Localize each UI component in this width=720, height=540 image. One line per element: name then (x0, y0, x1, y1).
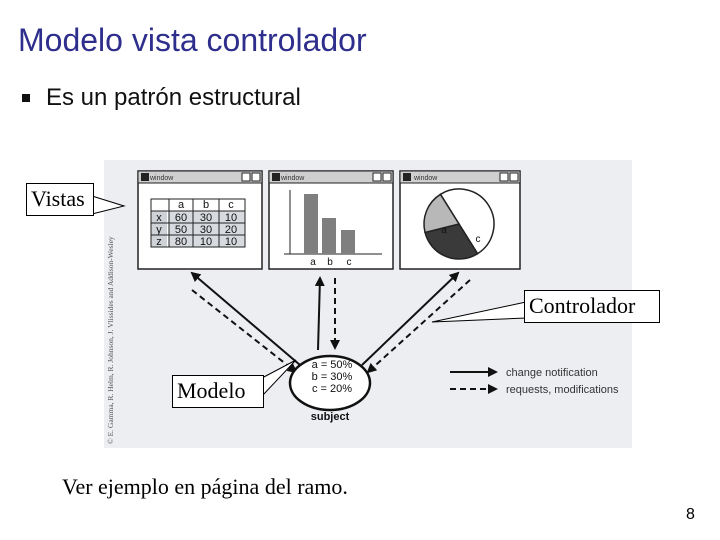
subject-value: a = 50% (312, 359, 353, 371)
pie-chart-window: window a b c (399, 170, 521, 270)
callout-modelo: Modelo (172, 375, 264, 408)
pie-slice-b (424, 223, 479, 260)
pie-label: b (472, 204, 478, 215)
table-cell: 20 (225, 224, 237, 236)
pie-label: a (441, 225, 447, 236)
bar-category-label: a (310, 257, 316, 268)
page-number: 8 (686, 506, 695, 523)
subject-value: b = 30% (312, 371, 353, 383)
slide-title: Modelo vista controlador (18, 22, 367, 58)
table-cell: 10 (200, 236, 212, 248)
callout-controlador: Controlador (524, 290, 660, 323)
window-maximize-icon[interactable] (372, 172, 382, 182)
bar-category-label: b (327, 257, 333, 268)
pie-slices (423, 188, 495, 260)
pie-label: c (476, 234, 481, 245)
table-cell: 60 (175, 212, 187, 224)
legend-label: requests, modifications (506, 384, 619, 396)
subject-value: c = 20% (312, 383, 352, 395)
bar-c (341, 230, 355, 254)
bar-series (304, 194, 355, 254)
table-cell: 10 (225, 212, 237, 224)
table-row-label: z (156, 236, 162, 248)
table-col-header: b (203, 199, 209, 211)
table-col-header: c (228, 199, 234, 211)
window-resize-icon[interactable] (382, 172, 392, 182)
table-row-label: x (156, 212, 162, 224)
window-title: window (413, 175, 438, 182)
table-cell: 30 (200, 212, 212, 224)
bar-chart-window: window a b c (268, 170, 394, 270)
table-col-header: a (178, 199, 185, 211)
pie-slice-c (423, 193, 461, 234)
window-maximize-icon[interactable] (241, 172, 251, 182)
bullet-text: Es un patrón estructural (46, 84, 301, 111)
bar-category-label: c (347, 257, 352, 268)
window-close-icon[interactable] (272, 173, 280, 181)
pie-slice-a (439, 188, 495, 255)
window-title: window (149, 175, 174, 182)
window-title: window (280, 175, 305, 182)
window-close-icon[interactable] (141, 173, 149, 181)
mvc-diagram: © E. Gamma, R. Helm, R. Johnson, J. Vlis… (106, 170, 619, 444)
table-cell: 30 (200, 224, 212, 236)
callout-vistas: Vistas (26, 183, 94, 216)
legend-label: change notification (506, 367, 598, 379)
window-maximize-icon[interactable] (499, 172, 509, 182)
figure-credit: © E. Gamma, R. Helm, R. Johnson, J. Vlis… (106, 236, 115, 444)
mvc-arrows (190, 271, 471, 374)
table-window: window a b c x y z 60 30 10 50 30 20 80 … (137, 170, 263, 270)
table-cell: 50 (175, 224, 187, 236)
subject-node: a = 50% b = 30% c = 20% subject (288, 354, 372, 423)
table-cell: 10 (225, 236, 237, 248)
legend: change notification requests, modificati… (450, 367, 619, 396)
footer-note: Ver ejemplo en página del ramo. (62, 474, 348, 499)
window-resize-icon[interactable] (251, 172, 261, 182)
window-close-icon[interactable] (403, 173, 411, 181)
window-resize-icon[interactable] (509, 172, 519, 182)
bullet-square-icon (22, 94, 30, 102)
bar-a (304, 194, 318, 254)
table-row-label: y (156, 224, 162, 236)
subject-label: subject (311, 411, 350, 423)
table-cell: 80 (175, 236, 187, 248)
bar-b (322, 218, 336, 254)
